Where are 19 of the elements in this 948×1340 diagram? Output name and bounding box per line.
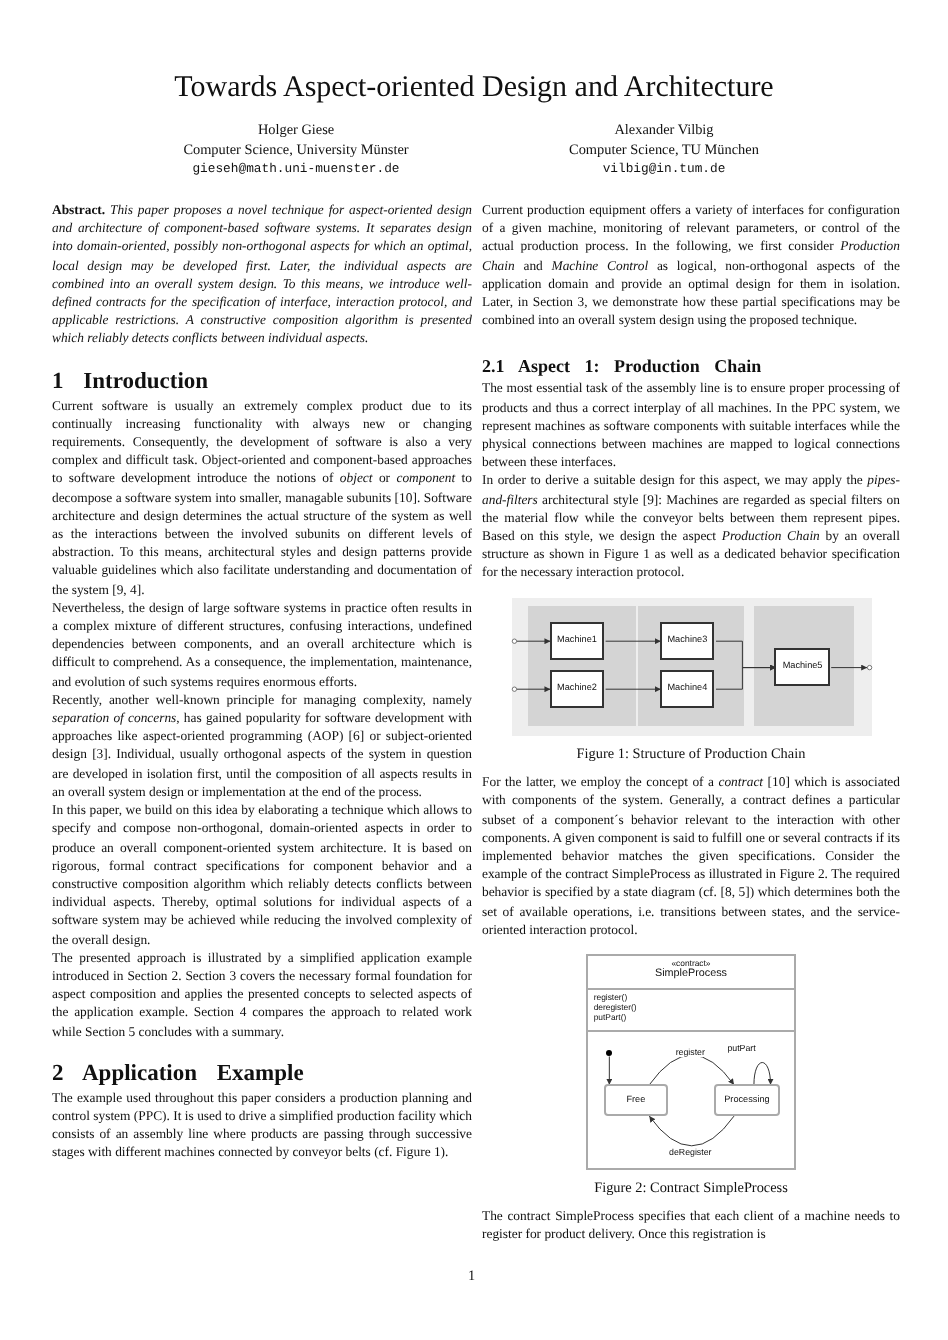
stage-panel bbox=[638, 606, 744, 727]
figure-panel bbox=[511, 597, 871, 737]
subsection-heading: 2.1 Aspect 1: Production Chain bbox=[482, 354, 764, 379]
arrow bbox=[648, 1054, 735, 1086]
section-heading: 1 Introduction bbox=[52, 367, 211, 396]
stage-panel bbox=[527, 606, 636, 727]
section-heading: 2 Application Example bbox=[52, 1059, 306, 1088]
class-box bbox=[585, 954, 797, 1171]
arrow bbox=[829, 663, 867, 670]
arrow bbox=[606, 1056, 612, 1086]
arrow bbox=[604, 637, 661, 644]
paper-title: Towards Aspect-oriented Design and Architecture bbox=[172, 70, 776, 106]
stage-panel bbox=[753, 606, 855, 727]
arrow bbox=[753, 1062, 773, 1086]
arrow bbox=[604, 685, 661, 692]
arrow bbox=[515, 685, 550, 692]
arrow bbox=[648, 1115, 735, 1147]
arrow bbox=[515, 637, 550, 644]
arrow bbox=[714, 663, 776, 689]
